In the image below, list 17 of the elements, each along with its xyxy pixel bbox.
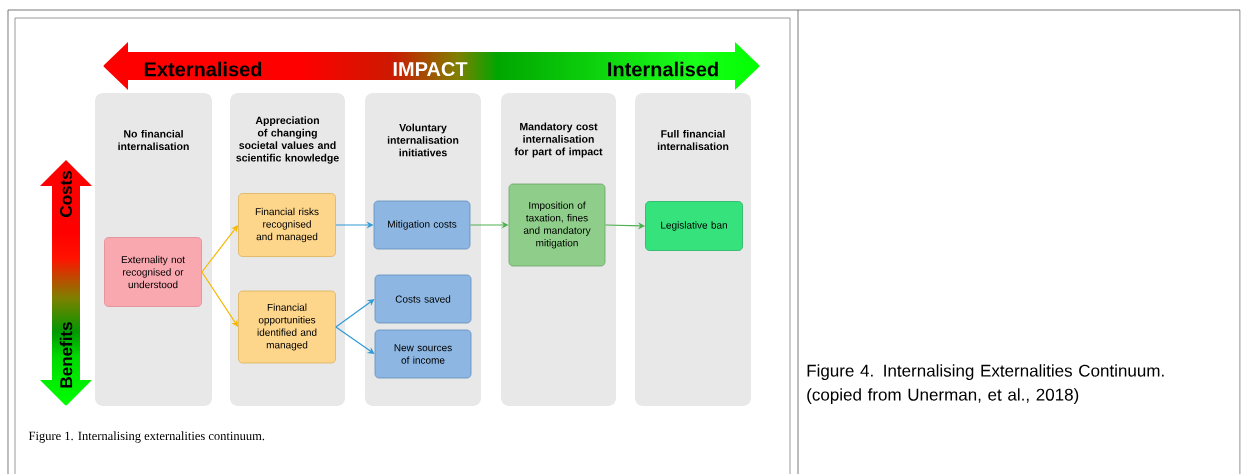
figure-caption: Figure 4. Internalising Externalities Continuum. (copied from Unerman, et al., 2018) [807, 364, 1164, 405]
arrow [335, 299, 375, 328]
arrow-label: Externalised [144, 61, 262, 77]
process-box: New sources of income [374, 329, 472, 379]
arrow [335, 326, 375, 354]
process-box: Costs saved [374, 274, 472, 324]
arrow-label: Costs [60, 171, 73, 217]
arrow-label: Internalised [608, 61, 718, 77]
figure-caption: Figure 1. Internalising externalities continuum. [28, 431, 265, 443]
arrow-label: Benefits [59, 322, 73, 388]
process-box: Mitigation costs [373, 200, 471, 250]
process-box: Financial risks recognised and managed [238, 193, 336, 257]
process-box: Imposition of taxation, fines and mandatory mitigation [508, 183, 606, 267]
process-box: Externality not recognised or understood [104, 237, 202, 307]
arrow-label: IMPACT [393, 61, 468, 77]
process-box: Financial opportunities identified and managed [238, 290, 336, 364]
process-box: Legislative ban [645, 201, 743, 251]
